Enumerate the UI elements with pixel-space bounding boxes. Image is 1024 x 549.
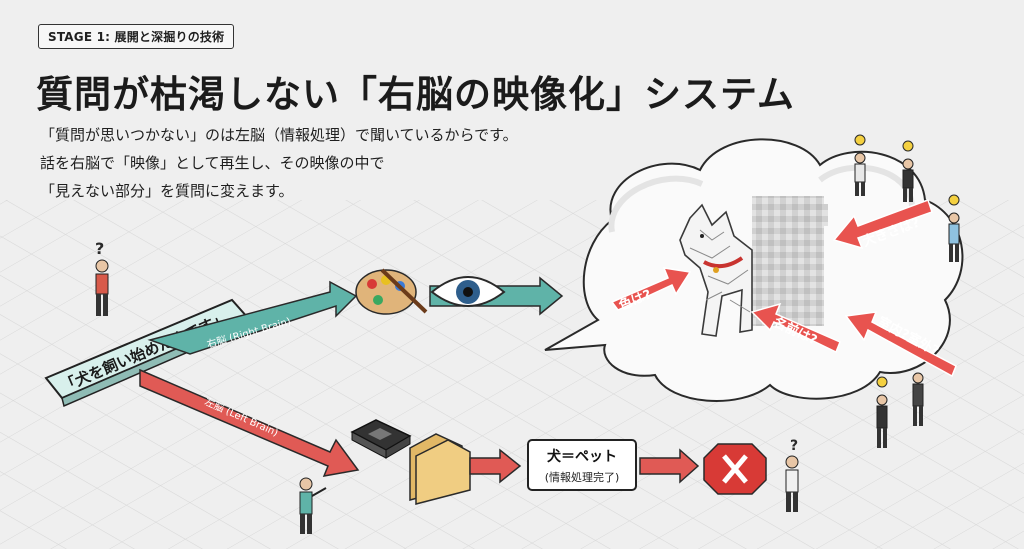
dog-collar: [703, 256, 744, 269]
lightbulb-icon: [854, 134, 866, 146]
result-main: 犬＝ペット: [547, 448, 617, 465]
person-pointing-bottom: [299, 477, 327, 534]
red-arrow-to-stop: [639, 448, 700, 484]
lightbulb-icon: [902, 140, 914, 152]
chip-icon: [350, 419, 412, 459]
description-line-2: 話を右脳で「映像」として再生し、その映像の中で: [40, 154, 385, 172]
description-line-1: 「質問が思いつかない」のは左脳（情報処理）で聞いているからです。: [40, 126, 518, 144]
red-arrow-to-result: [469, 448, 522, 484]
stop-x-icon: [703, 443, 767, 495]
eye-icon: [430, 276, 506, 307]
question-mark: ?: [95, 239, 104, 258]
page-title: 質問が枯渇しない「右脳の映像化」システム: [36, 73, 795, 116]
palette-icon: [355, 268, 428, 315]
description-line-3: 「見えない部分」を質問に変えます。: [40, 182, 294, 200]
result-box: 犬＝ペット (情報処理完了): [527, 439, 637, 491]
person-confused-left: ?: [95, 239, 109, 316]
lightbulb-icon: [876, 376, 888, 388]
stage-label: STAGE 1: 展開と深掘りの技術: [38, 24, 235, 49]
dog-illustration: [679, 196, 828, 337]
lightbulb-icon: [948, 194, 960, 206]
person-confused-right: ?: [785, 438, 799, 512]
question-mark-double: ?: [790, 438, 798, 454]
result-sub: (情報処理完了): [545, 470, 620, 484]
people-with-ideas-bottom: [876, 372, 924, 448]
people-with-ideas-top: [854, 134, 960, 262]
